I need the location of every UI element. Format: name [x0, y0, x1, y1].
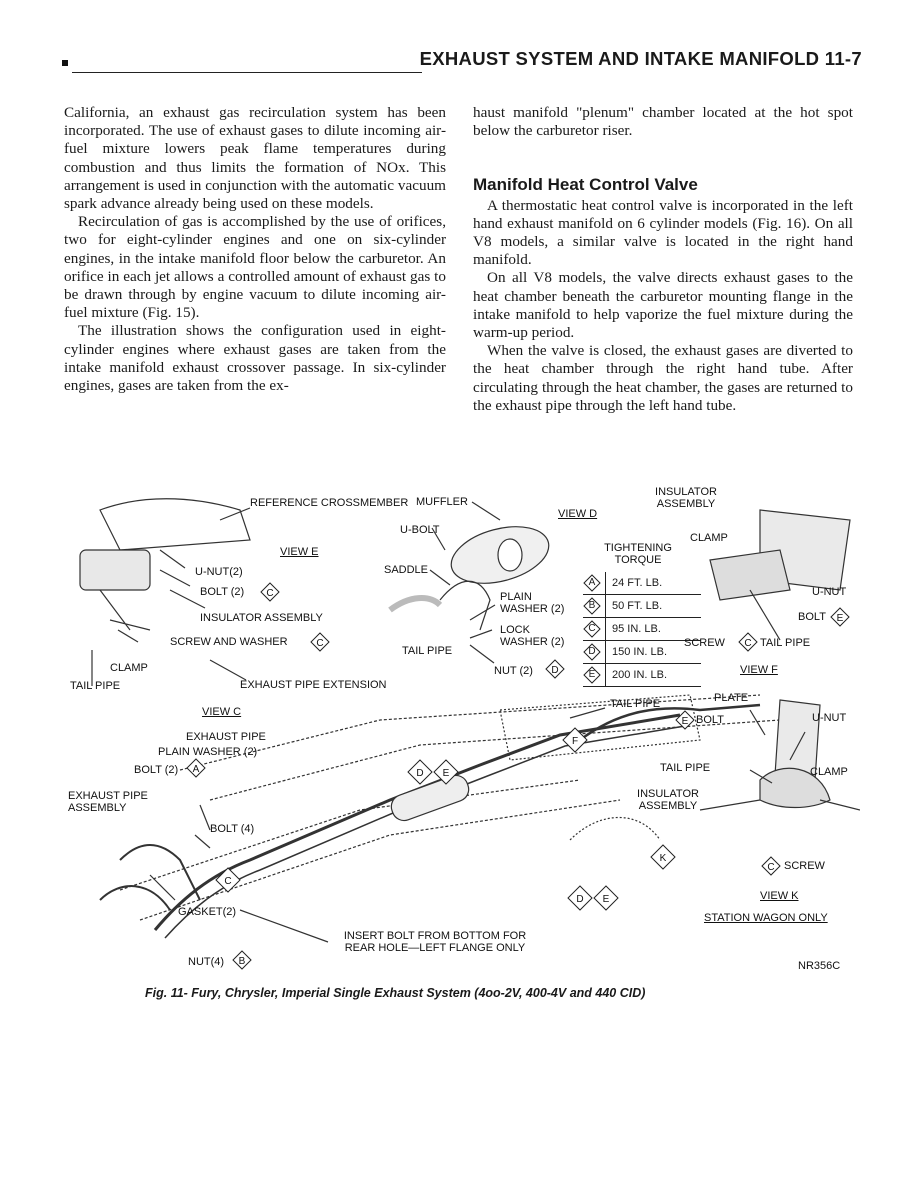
label-bolt-2-a: BOLT (2)	[134, 764, 179, 776]
svg-text:D: D	[416, 768, 423, 779]
torque-diamond-icon	[583, 620, 601, 638]
svg-text:E: E	[443, 768, 450, 779]
exhaust-system-figure: C C A B D C E E C D E F C K D E REFERENC…	[60, 480, 860, 980]
right-paragraph-3: On all V8 models, the valve directs exha…	[473, 269, 853, 342]
torque-key-a: A	[583, 574, 601, 592]
label-u-nut-2: U-NUT(2)	[195, 566, 243, 578]
svg-text:C: C	[744, 638, 751, 649]
right-paragraph-1: haust manifold "plenum" chamber located …	[473, 104, 853, 140]
right-paragraph-2: A thermostatic heat control valve is inc…	[473, 196, 853, 269]
right-paragraph-4: When the valve is closed, the exhaust ga…	[473, 342, 853, 414]
torque-value-c: 95 IN. LB.	[605, 618, 701, 640]
label-clamp-left: CLAMP	[110, 662, 148, 674]
torque-value-b: 50 FT. LB.	[605, 595, 701, 617]
label-clamp-f: CLAMP	[690, 532, 728, 544]
torque-diamond-icon	[583, 666, 601, 684]
label-bolt-2-c: BOLT (2)	[200, 586, 245, 598]
label-plate: PLATE	[714, 692, 749, 704]
label-u-bolt: U-BOLT	[400, 524, 440, 536]
torque-diamond-icon	[583, 574, 601, 592]
svg-text:C: C	[767, 862, 774, 873]
label-lock-washer-2: LOCK WASHER (2)	[500, 624, 565, 648]
label-station-wagon-only: STATION WAGON ONLY	[704, 912, 828, 924]
torque-value-e: 200 IN. LB.	[605, 664, 701, 686]
label-u-nut-f: U-NUT	[812, 586, 847, 598]
label-screw-c-f: SCREW	[684, 637, 725, 649]
torque-diamond-icon	[583, 643, 601, 661]
label-clamp-k: CLAMP	[810, 766, 848, 778]
svg-text:E: E	[603, 894, 610, 905]
figure-caption: Fig. 11- Fury, Chrysler, Imperial Single…	[145, 986, 646, 1000]
figure-drawing: C C A B D C E E C D E F C K D E	[79, 498, 860, 970]
label-view-f: VIEW F	[740, 664, 778, 676]
torque-key-e: E	[583, 666, 601, 684]
torque-value-a: 24 FT. LB.	[605, 572, 701, 594]
label-tail-pipe-mid: TAIL PIPE	[610, 698, 661, 710]
label-nut-2-d: NUT (2)	[494, 665, 533, 677]
label-plain-washer-2: PLAIN WASHER (2)	[158, 746, 258, 758]
svg-text:D: D	[576, 894, 583, 905]
right-column: haust manifold "plenum" chamber located …	[473, 104, 853, 415]
header-bullet	[62, 60, 68, 66]
label-figure-code: NR356C	[798, 960, 841, 972]
svg-text:F: F	[572, 736, 578, 747]
left-column: California, an exhaust gas recirculation…	[64, 104, 446, 395]
label-insert-bolt-note: INSERT BOLT FROM BOTTOM FOR REAR HOLE—LE…	[343, 930, 527, 954]
label-bolt-e-f: BOLT	[798, 611, 826, 623]
svg-text:C: C	[224, 876, 231, 887]
left-paragraph-1: California, an exhaust gas recirculation…	[64, 104, 446, 213]
label-tail-pipe-d: TAIL PIPE	[402, 645, 453, 657]
torque-key-c: C	[583, 620, 601, 638]
label-screw-k: SCREW	[784, 860, 825, 872]
label-tightening-torque: TIGHTENING TORQUE	[604, 542, 672, 566]
callout-c: C	[266, 588, 273, 599]
torque-key-b: B	[583, 597, 601, 615]
label-view-k: VIEW K	[760, 890, 799, 902]
label-nut-4-b: NUT(4)	[188, 956, 225, 968]
label-exhaust-pipe-extension: EXHAUST PIPE EXTENSION	[240, 679, 387, 691]
label-muffler: MUFFLER	[416, 496, 468, 508]
svg-text:D: D	[551, 665, 558, 676]
label-tail-pipe-f: TAIL PIPE	[760, 637, 811, 649]
label-plain-washer-2-d: PLAIN WASHER (2)	[500, 591, 565, 615]
svg-text:E: E	[682, 716, 689, 727]
left-paragraph-2: Recirculation of gas is accomplished by …	[64, 213, 446, 322]
torque-diamond-icon	[583, 597, 601, 615]
page-header: EXHAUST SYSTEM AND INTAKE MANIFOLD 11-7	[62, 46, 862, 76]
label-view-e: VIEW E	[280, 546, 319, 558]
label-insulator-assembly-top: INSULATOR ASSEMBLY	[655, 486, 717, 510]
label-view-d: VIEW D	[558, 508, 598, 520]
label-screw-and-washer: SCREW AND WASHER	[170, 636, 288, 648]
left-paragraph-3: The illustration shows the configuration…	[64, 322, 446, 395]
label-saddle: SADDLE	[384, 564, 429, 576]
torque-value-d: 150 IN. LB.	[605, 641, 701, 663]
label-view-c: VIEW C	[202, 706, 242, 718]
label-insulator-assembly-k: INSULATOR ASSEMBLY	[637, 788, 699, 812]
label-bolt-4: BOLT (4)	[210, 823, 255, 835]
torque-key-d: D	[583, 643, 601, 661]
header-title: EXHAUST SYSTEM AND INTAKE MANIFOLD 11-7	[419, 48, 862, 69]
svg-text:A: A	[193, 764, 200, 775]
label-exhaust-pipe: EXHAUST PIPE	[186, 731, 266, 743]
label-insulator-assembly-left: INSULATOR ASSEMBLY	[200, 612, 323, 624]
label-exhaust-pipe-assembly: EXHAUST PIPE ASSEMBLY	[68, 790, 148, 814]
svg-text:B: B	[239, 956, 246, 967]
label-tail-pipe-k: TAIL PIPE	[660, 762, 711, 774]
header-rule	[72, 72, 422, 73]
label-bolt-e-k: BOLT	[696, 714, 724, 726]
label-tail-pipe-left: TAIL PIPE	[70, 680, 121, 692]
svg-text:C: C	[316, 638, 323, 649]
label-gasket-2: GASKET(2)	[178, 906, 237, 918]
section-heading: Manifold Heat Control Valve	[473, 175, 698, 195]
label-reference-crossmember: REFERENCE CROSSMEMBER	[250, 497, 409, 509]
svg-text:E: E	[837, 613, 844, 624]
svg-text:K: K	[660, 853, 667, 864]
label-u-nut-k: U-NUT	[812, 712, 847, 724]
